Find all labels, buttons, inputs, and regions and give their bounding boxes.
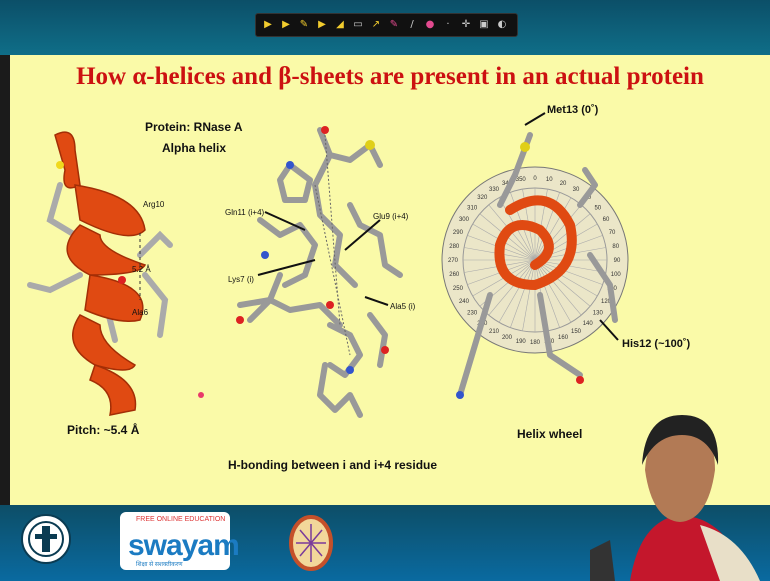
- pointer-icon[interactable]: ▶: [262, 19, 274, 31]
- color-icon[interactable]: ✎: [388, 19, 400, 31]
- distance-label: 5.2 Å: [132, 265, 151, 274]
- wheel-tick-label: 140: [583, 321, 594, 327]
- iit-logo-icon: [20, 508, 72, 570]
- marker-icon[interactable]: ●: [424, 19, 436, 31]
- highlighter-icon[interactable]: ▶: [280, 19, 292, 31]
- wheel-tick-label: 130: [593, 311, 604, 317]
- wheel-tick-label: 100: [611, 272, 622, 278]
- gln11-label: Gln11 (i+4): [225, 208, 264, 217]
- text-icon[interactable]: ◢: [334, 19, 346, 31]
- wheel-tick-label: 290: [453, 230, 464, 236]
- wheel-tick-label: 310: [467, 205, 478, 211]
- hbond-caption: H-bonding between i and i+4 residue: [228, 458, 437, 472]
- wheel-tick-label: 260: [449, 272, 460, 278]
- wheel-tick-label: 60: [603, 217, 610, 223]
- shapes-icon[interactable]: ▭: [352, 19, 364, 31]
- swayam-tagline-top: FREE ONLINE EDUCATION: [136, 516, 225, 523]
- wheel-tick-label: 250: [453, 286, 464, 292]
- settings-icon[interactable]: ◐: [496, 19, 508, 31]
- wheel-tick-label: 230: [467, 311, 478, 317]
- wheel-tick-label: 300: [459, 217, 470, 223]
- swayam-wordmark: swayam: [128, 529, 239, 563]
- eraser-icon[interactable]: ▶: [316, 19, 328, 31]
- helix-wheel: 0102030405060708090100110120130140150160…: [440, 95, 640, 425]
- wheel-tick-label: 280: [449, 244, 460, 250]
- line-icon[interactable]: /: [406, 19, 418, 31]
- zoom-icon[interactable]: ✛: [460, 19, 472, 31]
- ala6-label: Ala6: [132, 308, 148, 317]
- wheel-tick-label: 150: [571, 329, 582, 335]
- nptel-logo-icon: [288, 514, 334, 572]
- wheel-caption: Helix wheel: [517, 427, 582, 441]
- wheel-tick-label: 270: [448, 258, 459, 264]
- screen-icon[interactable]: ▣: [478, 19, 490, 31]
- wheel-tick-label: 320: [477, 195, 488, 201]
- helix-type-label: Alpha helix: [162, 141, 226, 155]
- wheel-tick-label: 90: [614, 258, 621, 264]
- alpha-helix-cartoon: [20, 125, 190, 425]
- wheel-tick-label: 200: [502, 335, 513, 341]
- slide-title: How α-helices and β-sheets are present i…: [10, 63, 770, 91]
- lys7-label: Lys7 (i): [228, 275, 254, 284]
- wheel-tick-label: 240: [459, 299, 470, 305]
- wheel-tick-label: 330: [489, 187, 500, 193]
- wheel-tick-label: 80: [612, 244, 619, 250]
- arrow-icon[interactable]: ↗: [370, 19, 382, 31]
- dot-icon[interactable]: ·: [442, 19, 454, 31]
- arg10-label: Arg10: [143, 200, 164, 209]
- wheel-tick-label: 160: [558, 335, 569, 341]
- wheel-tick-label: 180: [530, 340, 541, 346]
- wheel-tick-label: 210: [489, 329, 500, 335]
- swayam-logo: FREE ONLINE EDUCATION swayam शिक्षा से स…: [120, 512, 230, 570]
- pen-icon[interactable]: ✎: [298, 19, 310, 31]
- his12-label: His12 (~100˚): [622, 338, 690, 350]
- wheel-tick-label: 190: [516, 339, 527, 345]
- wheel-tick-label: 70: [609, 230, 616, 236]
- pitch-label: Pitch: ~5.4 Å: [67, 423, 139, 437]
- met13-label: Met13 (0˚): [547, 104, 598, 116]
- wheel-tick-label: 10: [546, 177, 553, 183]
- laser-pointer-dot: [198, 392, 204, 398]
- wheel-tick-label: 30: [573, 187, 580, 193]
- swayam-tagline: शिक्षा से सशक्तीकरण: [136, 560, 183, 568]
- annotation-toolbar: ▶ ▶ ✎ ▶ ◢ ▭ ↗ ✎ / ● · ✛ ▣ ◐: [255, 13, 518, 37]
- ala5-label: Ala5 (i): [390, 302, 415, 311]
- presenter-video: [590, 410, 770, 581]
- wheel-tick-label: 50: [594, 205, 601, 211]
- wheel-tick-label: 350: [516, 177, 527, 183]
- glu9-label: Glu9 (i+4): [373, 212, 408, 221]
- wheel-tick-label: 20: [560, 181, 567, 187]
